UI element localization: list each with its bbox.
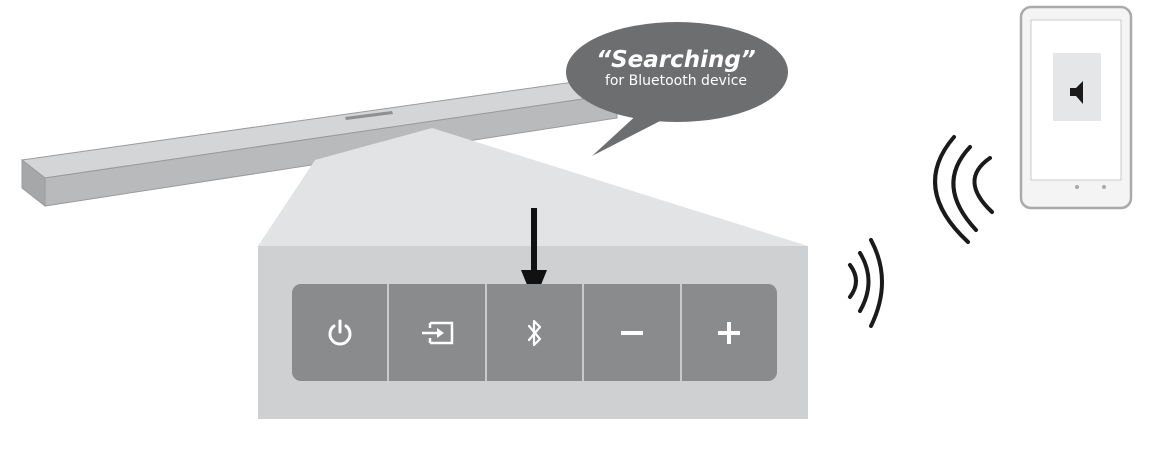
zoom-projection bbox=[258, 128, 808, 246]
signal-waves-far bbox=[933, 135, 994, 244]
smartphone bbox=[1019, 5, 1133, 210]
bluetooth-device-label: for Bluetooth device bbox=[604, 73, 748, 89]
soundbar-control-strip bbox=[345, 111, 393, 120]
volume-up-button[interactable] bbox=[679, 284, 777, 381]
input-source-button[interactable] bbox=[387, 284, 485, 381]
bluetooth-icon bbox=[527, 319, 541, 346]
power-button[interactable] bbox=[292, 284, 388, 381]
speech-bubble-text: “Searching” for Bluetooth device bbox=[566, 47, 786, 89]
bluetooth-button[interactable] bbox=[484, 284, 583, 381]
power-icon bbox=[328, 319, 352, 345]
speaker-icon bbox=[1070, 81, 1083, 104]
signal-waves-near bbox=[848, 238, 884, 328]
input-source-icon bbox=[422, 321, 454, 344]
minus-icon bbox=[620, 330, 643, 335]
plus-icon bbox=[718, 321, 741, 344]
volume-down-button[interactable] bbox=[582, 284, 680, 381]
searching-label: “Searching” bbox=[596, 47, 756, 73]
speech-bubble bbox=[566, 22, 788, 156]
soundbar-button-panel bbox=[292, 284, 777, 381]
soundbar bbox=[20, 79, 619, 208]
